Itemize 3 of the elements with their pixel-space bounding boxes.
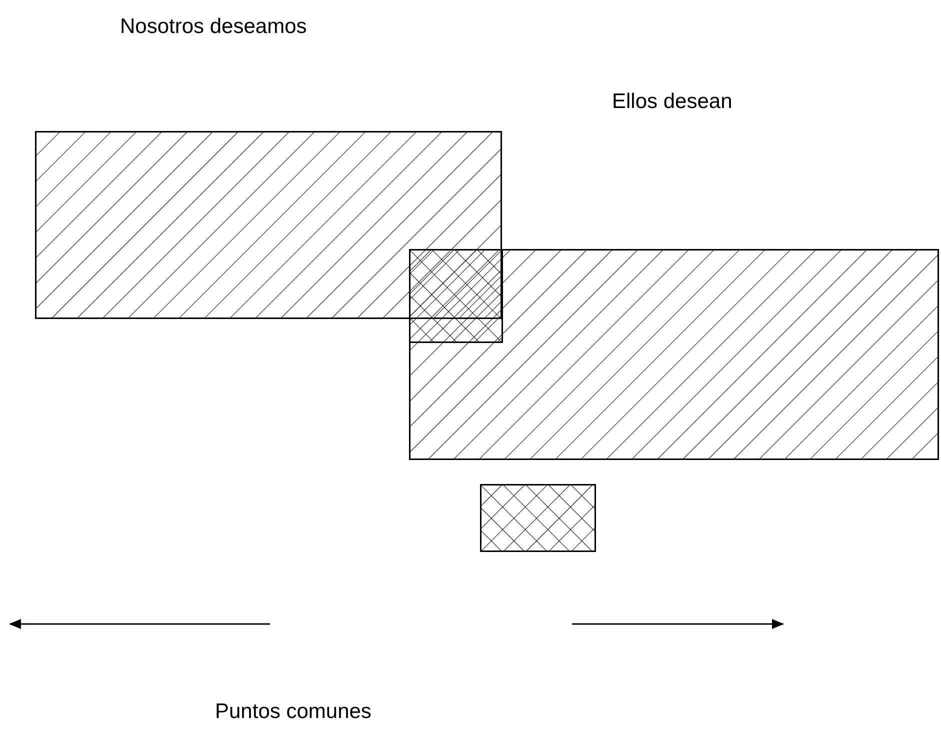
text-label: Puntos comunes	[215, 700, 372, 724]
text-label: Ellos desean	[612, 90, 732, 114]
text-label: Nosotros deseamos	[120, 15, 307, 39]
